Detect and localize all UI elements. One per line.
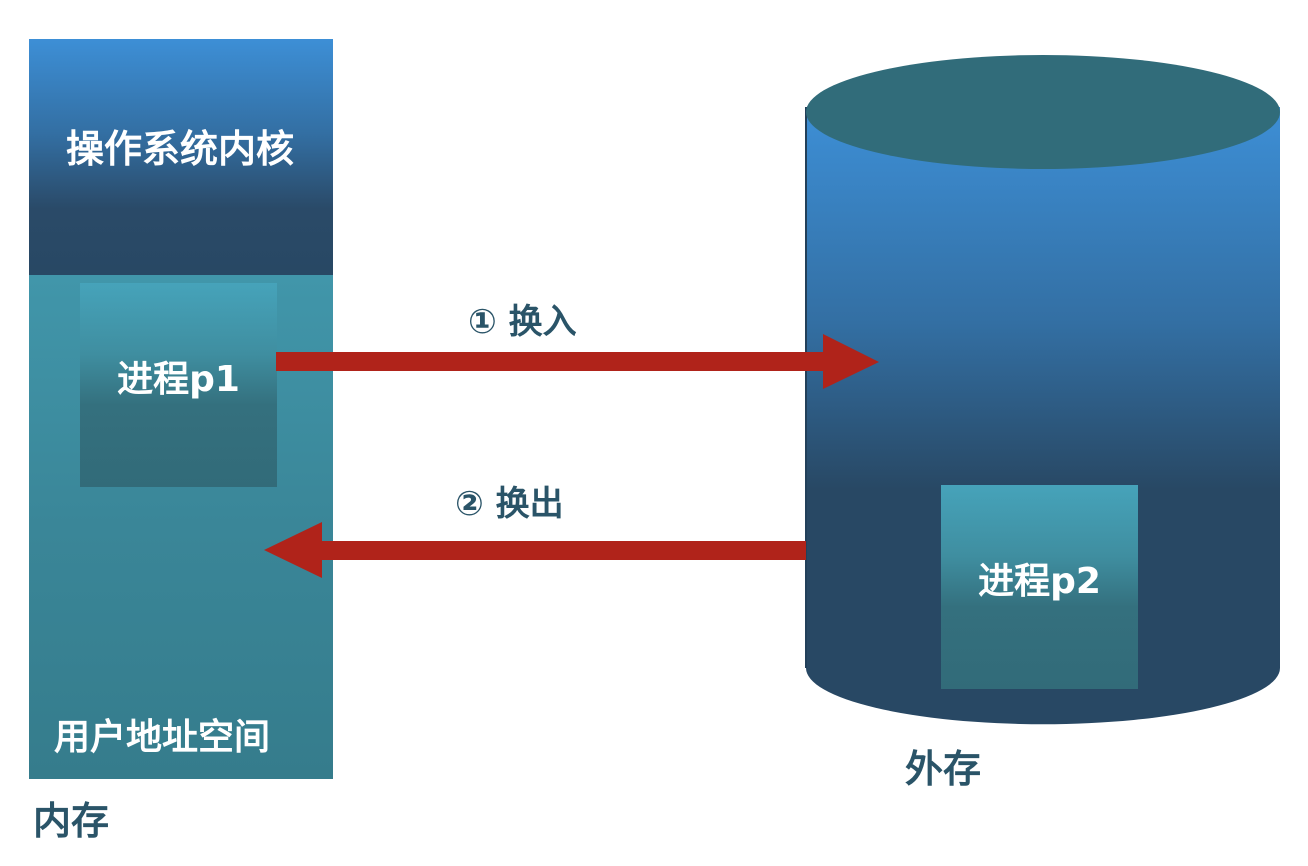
external-storage-cylinder xyxy=(805,55,1280,725)
memory-label: 内存 xyxy=(33,799,110,843)
os-kernel-label: 操作系统内核 xyxy=(66,127,295,171)
external-storage-label: 外存 xyxy=(905,747,982,791)
process-p1-label: 进程p1 xyxy=(117,359,240,400)
swap-in-arrow xyxy=(276,334,879,389)
swap-out-label: ② 换出 xyxy=(455,484,564,524)
swap-in-label: ① 换入 xyxy=(468,302,577,342)
process-p1-box: 进程p1 xyxy=(80,283,277,487)
os-kernel-region xyxy=(29,39,333,275)
swap-out-arrow xyxy=(264,522,806,578)
process-p2-label: 进程p2 xyxy=(978,561,1101,602)
process-p2-box: 进程p2 xyxy=(941,485,1138,689)
cylinder-body xyxy=(806,107,1280,725)
user-address-space-label: 用户地址空间 xyxy=(54,717,271,758)
cylinder-top-face xyxy=(806,55,1280,169)
